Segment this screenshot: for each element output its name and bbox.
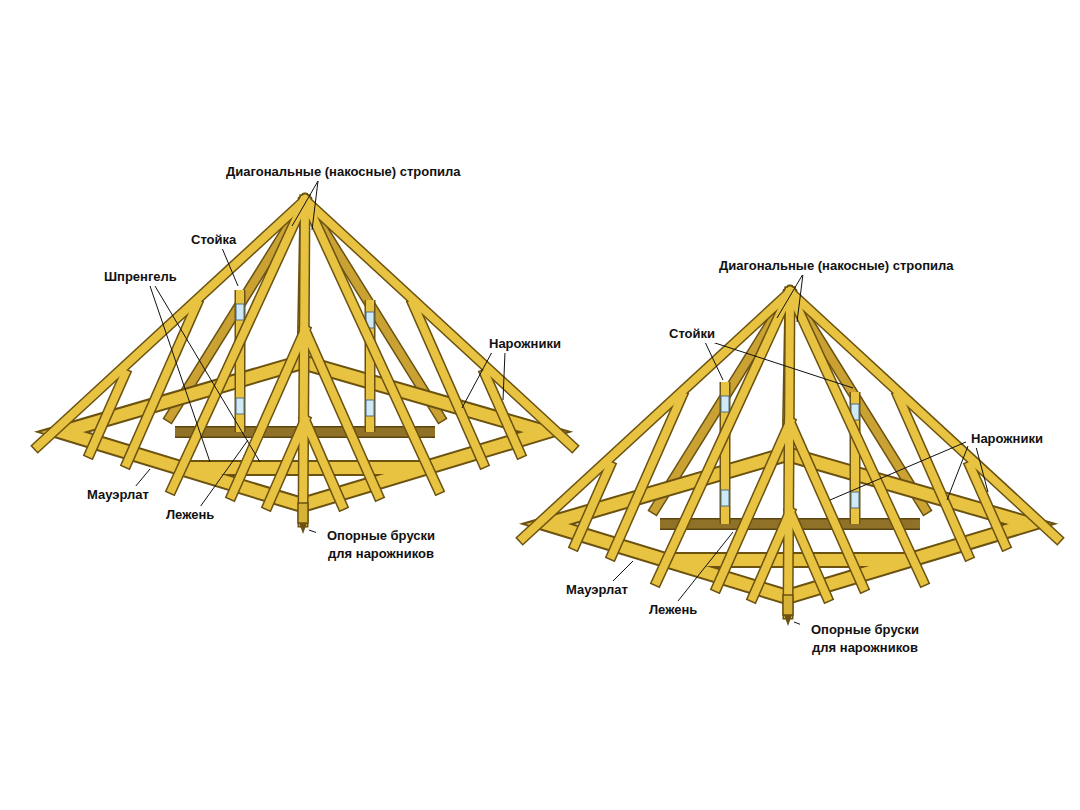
leader-line [200,440,248,507]
leader-line [292,181,318,226]
part-label: Опорные бруски для нарожников [316,527,446,562]
label-anchor: Диагональные (накосные) стропила [225,163,461,181]
leader-line [312,181,318,230]
hip-roof-frame-right [523,292,1057,626]
leader-lines [135,181,988,628]
leader-line [155,286,260,462]
part-label: Шпренгель [103,268,178,286]
part-label: Мауэрлат [565,581,629,599]
leader-line [947,446,968,500]
leader-line [135,469,150,487]
label-anchor: Опорные бруски для нарожников [316,527,446,562]
label-anchor: Мауэрлат [565,581,629,599]
leader-line [712,342,853,388]
label-anchor: Нарожники [488,335,562,353]
label-anchor: Диагональные (накосные) стропила [718,257,954,275]
leader-line [777,274,803,318]
part-label: Лежень [165,506,215,524]
part-label: Стойки [668,325,716,343]
hip-roof-frame-left [38,200,572,534]
part-label: Мауэрлат [86,486,150,504]
part-label: Нарожники [488,335,562,353]
leader-line [976,447,988,492]
label-anchor: Опорные бруски для нарожников [800,621,930,656]
part-label: Нарожники [970,430,1044,448]
leader-line [503,352,505,400]
label-anchor: Лежень [165,506,215,524]
leader-line [612,561,633,582]
leader-line [705,342,723,380]
label-anchor: Нарожники [970,430,1044,448]
part-label: Стойка [190,231,237,249]
part-label: Лежень [648,601,698,619]
label-anchor: Стойки [668,325,716,343]
label-anchor: Стойка [190,231,237,249]
label-anchor: Шпренгель [103,268,178,286]
leader-line [678,532,733,601]
leader-line [462,352,492,408]
part-label: Опорные бруски для нарожников [800,621,930,656]
leader-line [222,248,238,286]
part-label: Диагональные (накосные) стропила [225,163,461,181]
leader-line [797,274,803,322]
leader-line [150,286,210,462]
leader-line [830,442,966,500]
label-anchor: Лежень [648,601,698,619]
part-label: Диагональные (накосные) стропила [718,257,954,275]
label-anchor: Мауэрлат [86,486,150,504]
